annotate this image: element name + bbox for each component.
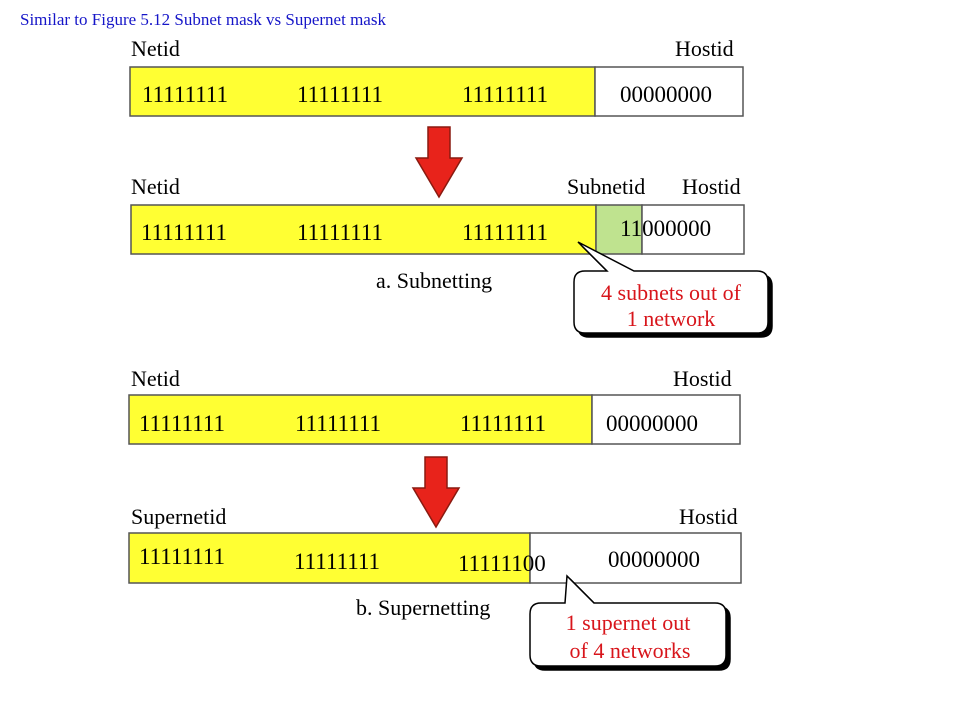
hostid-segment <box>641 204 745 255</box>
hostid-label: Hostid <box>673 366 732 391</box>
hostid-segment <box>529 532 742 584</box>
octet-1: 11111111 <box>139 544 225 569</box>
host-bits: 00000000 <box>606 411 698 436</box>
octet-2: 11111111 <box>297 82 383 107</box>
host-bits: 00000000 <box>608 547 700 572</box>
octet-2: 11111111 <box>295 411 381 436</box>
figure-caption: Similar to Figure 5.12 Subnet mask vs Su… <box>20 10 386 29</box>
netid-segment <box>129 66 596 117</box>
supernet-mask-row: Supernetid Hostid 11111111 11111111 1111… <box>128 504 742 667</box>
netid-segment <box>128 394 593 445</box>
octet-3: 11111111 <box>460 411 546 436</box>
octet-3: 11111100 <box>458 551 546 576</box>
section-label-subnetting: a. Subnetting <box>376 268 492 293</box>
hostid-segment <box>591 394 741 445</box>
hostid-label: Hostid <box>675 36 734 61</box>
netid-label: Netid <box>131 366 180 391</box>
octet-3: 11111111 <box>462 220 548 245</box>
hostid-segment <box>594 66 744 117</box>
subnet-mask-row: Netid Subnetid Hostid 11111111 11111111 … <box>130 174 769 334</box>
down-arrow-icon <box>414 126 464 199</box>
netid-label: Netid <box>131 174 180 199</box>
supernet-callout: 1 supernet out of 4 networks <box>529 574 727 667</box>
octet-3: 11111111 <box>462 82 548 107</box>
supernetid-label: Supernetid <box>131 504 226 529</box>
netid-label: Netid <box>131 36 180 61</box>
octet-1: 11111111 <box>142 82 228 107</box>
section-label-supernetting: b. Supernetting <box>356 595 490 620</box>
original-mask-b-row: Netid Hostid 11111111 11111111 11111111 … <box>128 366 741 445</box>
octet-1: 11111111 <box>141 220 227 245</box>
subnetid-label: Subnetid <box>567 174 645 199</box>
callout-line-1: 4 subnets out of <box>601 280 742 305</box>
callout-line-2: of 4 networks <box>570 638 691 663</box>
octet-2: 11111111 <box>297 220 383 245</box>
callout-line-1: 1 supernet out <box>566 610 691 635</box>
callout-line-2: 1 network <box>627 306 716 331</box>
subnet-callout: 4 subnets out of 1 network <box>573 241 769 334</box>
hostid-label: Hostid <box>679 504 738 529</box>
down-arrow-icon <box>411 456 461 529</box>
original-mask-row: Netid Hostid 11111111 11111111 11111111 … <box>129 36 744 117</box>
octet-2: 11111111 <box>294 549 380 574</box>
netid-segment <box>130 204 597 255</box>
fourth-octet: 11000000 <box>620 216 711 241</box>
host-bits: 00000000 <box>620 82 712 107</box>
hostid-label: Hostid <box>682 174 741 199</box>
octet-1: 11111111 <box>139 411 225 436</box>
supernetid-segment <box>128 532 531 584</box>
